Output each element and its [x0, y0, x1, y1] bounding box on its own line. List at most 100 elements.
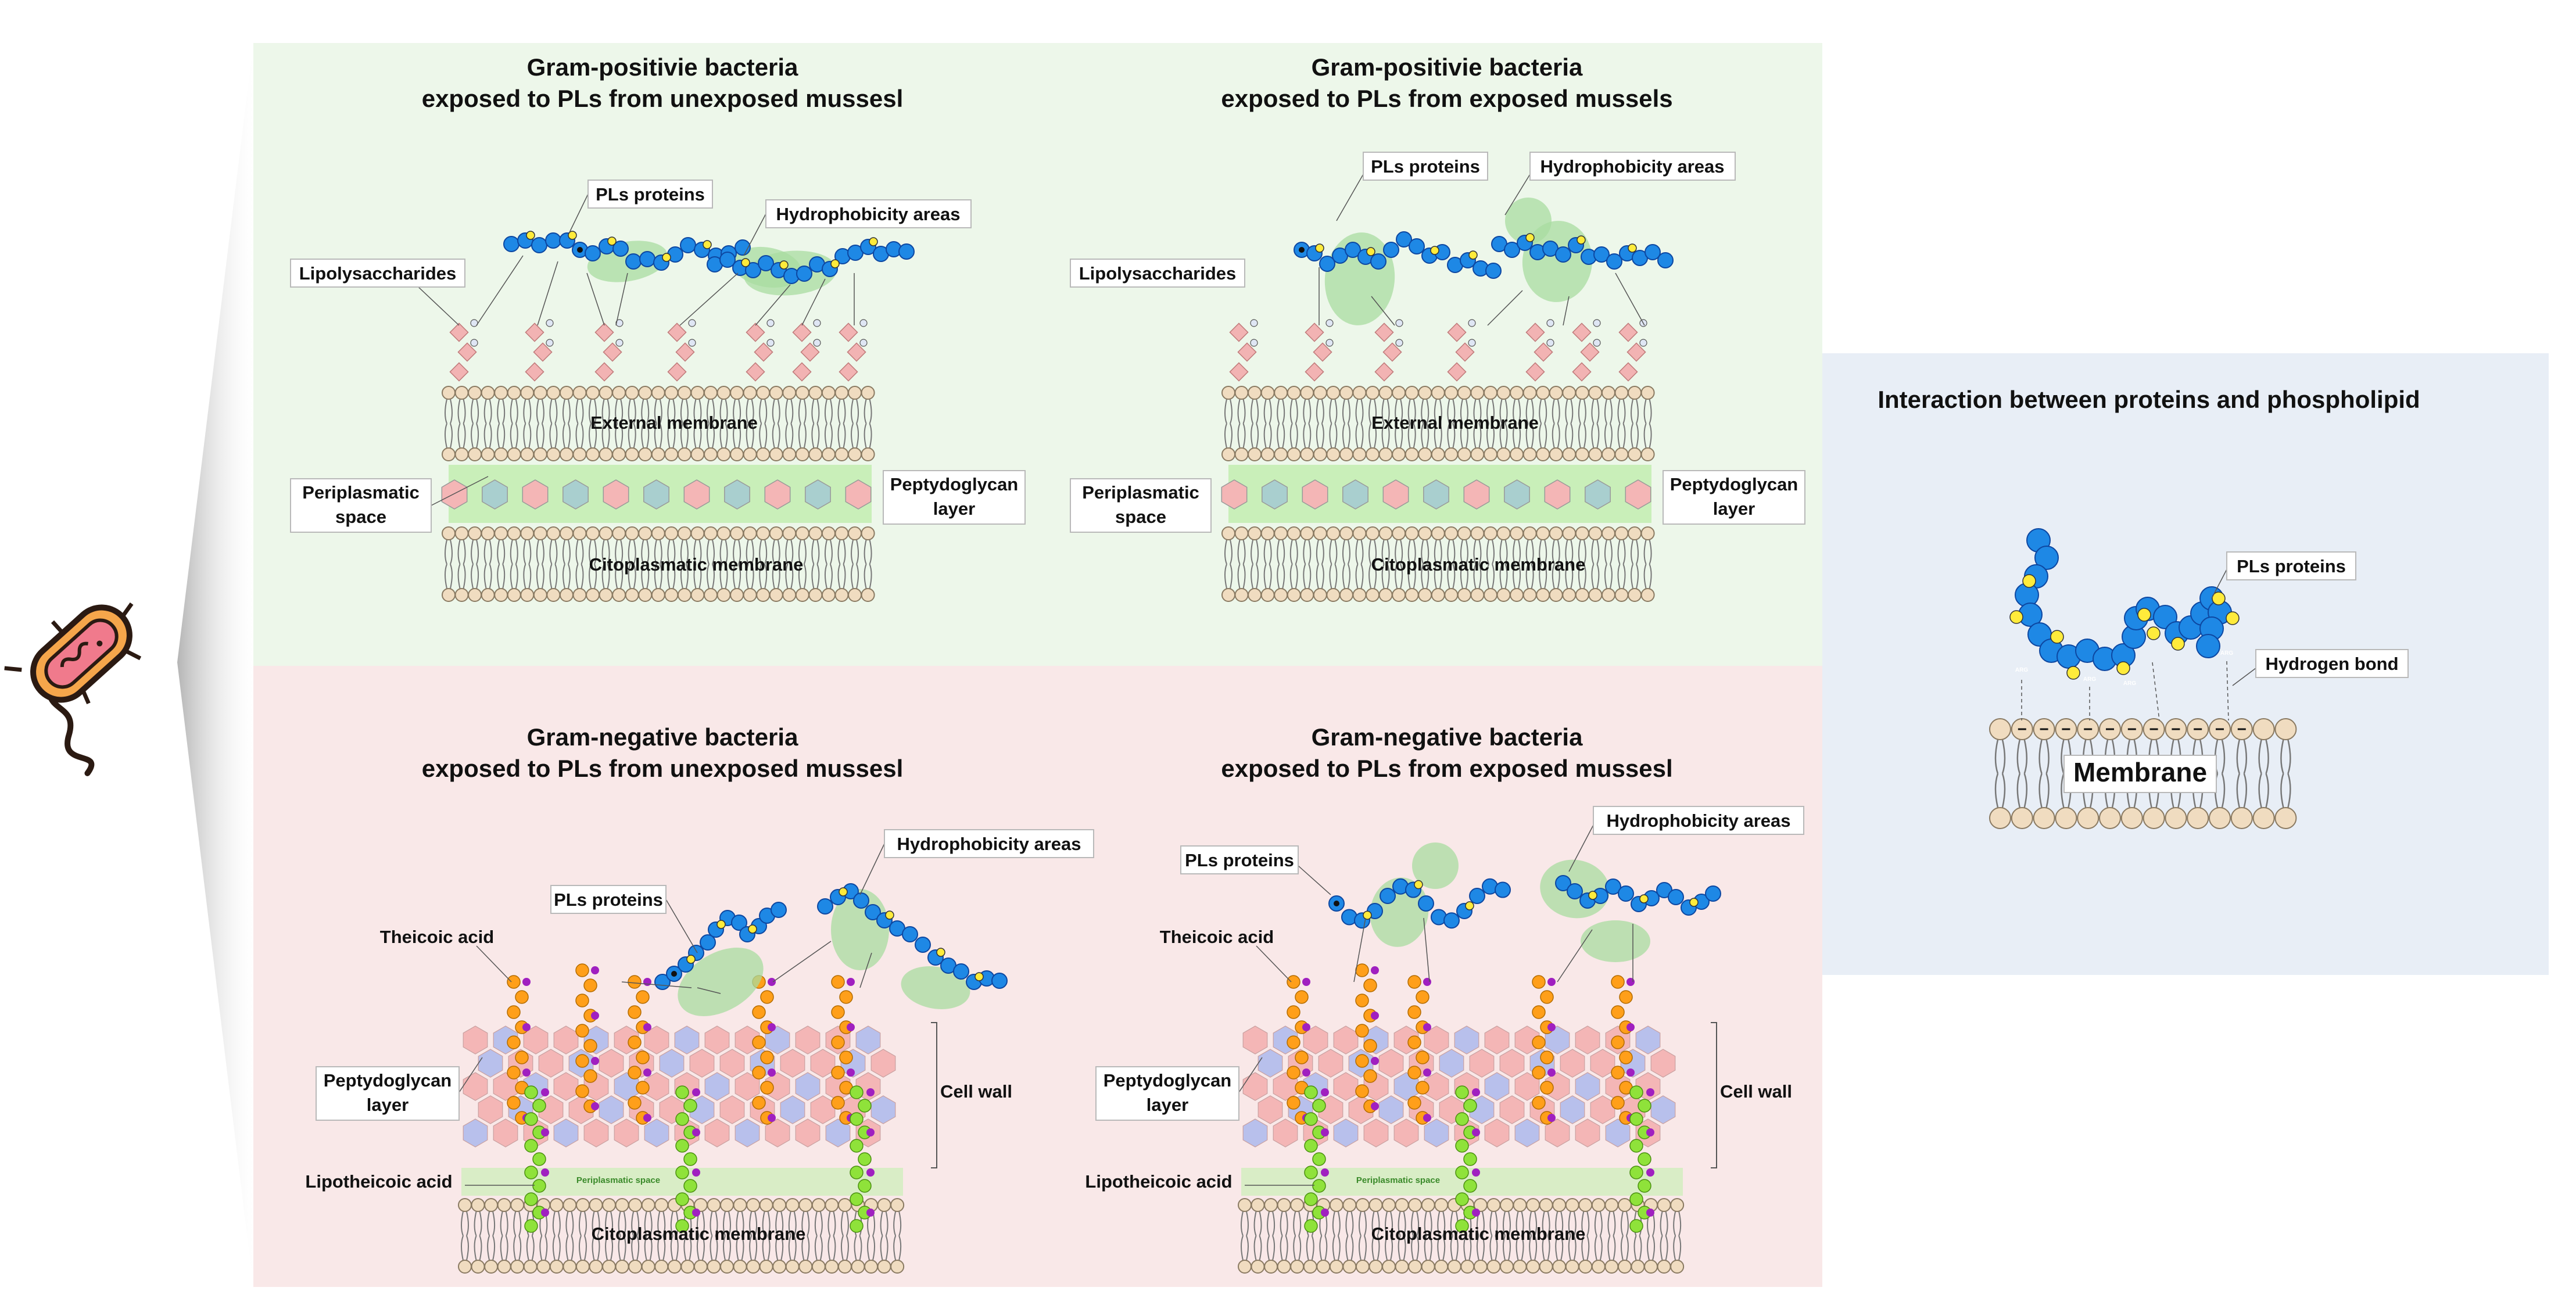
lipid-tail [1321, 564, 1324, 589]
lipid-head [546, 526, 561, 540]
lipoteichoic-acid-bead [1629, 1085, 1643, 1099]
peptidoglycan-hexagon [1650, 1049, 1676, 1078]
lipid-tail [1434, 423, 1437, 449]
lipid-tail [811, 399, 815, 424]
lipid-head [510, 1198, 525, 1212]
lipid-tail [780, 1235, 784, 1261]
lipoteichoic-acid-bead [532, 1152, 546, 1166]
teichoic-acid-bead [575, 1054, 589, 1068]
lipid-tail [1303, 423, 1306, 449]
lipid-tail [1395, 564, 1398, 589]
lipid-tail [489, 399, 492, 424]
lipoteichoic-acid-bead [1312, 1179, 1326, 1193]
lipid-head [1989, 718, 2011, 740]
peptidoglycan-hexagon [805, 479, 831, 510]
protein-bead [1319, 256, 1335, 272]
lipid-tail [483, 399, 487, 424]
lipid-tail [1267, 1211, 1270, 1236]
lipid-head [1522, 386, 1537, 400]
negative-charge [859, 339, 868, 347]
lipid-tail [581, 399, 584, 424]
teichoic-acid-bead [1407, 1005, 1421, 1019]
lipid-head [1366, 526, 1380, 540]
peptidoglycan-hexagon [1560, 1095, 1585, 1124]
lipid-tail [1269, 423, 1272, 449]
lipid-head [1562, 447, 1577, 461]
lipid-tail [869, 399, 872, 424]
lipid-tail [510, 564, 513, 589]
phosphate-group [541, 1168, 549, 1177]
lipid-tail [1407, 539, 1411, 565]
lipid-tail [2061, 739, 2065, 774]
lipid-tail [605, 1235, 608, 1261]
lipid-tail [1609, 539, 1613, 565]
lipid-tail [594, 423, 597, 449]
lipid-tail [1434, 539, 1437, 565]
lipid-tail [1407, 564, 1411, 589]
lipid-head [1260, 386, 1275, 400]
peptidoglycan-hexagon [674, 1025, 700, 1055]
peptidoglycan-layer-label-2: layer [367, 1095, 409, 1115]
lipopolysaccharide-unit [603, 342, 622, 362]
peptidoglycan-hexagon [765, 1118, 790, 1148]
lipid-head [638, 386, 653, 400]
peptidoglycan-hexagon [482, 479, 508, 510]
lipid-head [1287, 386, 1301, 400]
lipid-head [1457, 526, 1471, 540]
lipid-head [1366, 588, 1380, 602]
protein-bead [1606, 253, 1622, 270]
lipid-tail [819, 1235, 823, 1261]
panel-gram-negative-exposed: Gram-negative bacteria exposed to PLs fr… [1085, 723, 1804, 1244]
peptidoglycan-hexagon [855, 1025, 881, 1055]
lipid-tail [1447, 399, 1450, 424]
lipid-tail [741, 1235, 744, 1261]
lipid-tail [698, 564, 702, 589]
lipid-head [454, 447, 469, 461]
lipid-tail [1342, 423, 1345, 449]
lipopolysaccharide-unit [847, 342, 866, 362]
lipid-tail [1604, 423, 1607, 449]
lipoteichoic-acid-bead [850, 1219, 864, 1233]
protein-bead [991, 973, 1008, 989]
lipoteichoic-acid-bead [1304, 1219, 1318, 1233]
teichoic-acid-bead [1532, 1066, 1546, 1080]
lipid-head [1510, 386, 1524, 400]
lipid-tail [1643, 539, 1647, 565]
lipid-tail [463, 564, 466, 589]
lipid-head [1378, 447, 1393, 461]
lipid-head [602, 1260, 617, 1274]
lipid-head [1588, 588, 1603, 602]
lipid-tail [1390, 1235, 1393, 1261]
teichoic-acid-bead [583, 1069, 597, 1083]
lipid-head [520, 447, 535, 461]
lipid-head [1539, 1260, 1553, 1274]
peptidoglycan-hexagon [1302, 479, 1328, 510]
teichoic-acid-bead [507, 1096, 521, 1110]
lipid-tail [1504, 423, 1508, 449]
leader-line [743, 213, 766, 256]
lipid-tail [1665, 1235, 1668, 1261]
protein-bead [1605, 878, 1621, 895]
protein-bead [915, 937, 931, 953]
lipid-tail [1513, 423, 1516, 449]
lipid-tail [1400, 399, 1403, 424]
protein-bead [817, 898, 833, 915]
lipid-tail [552, 1211, 556, 1236]
negative-charge [1593, 319, 1601, 327]
arg-residue-label: ARG [2220, 650, 2233, 657]
lipid-head [533, 588, 547, 602]
lipoteichoic-acid-bead [524, 1085, 538, 1099]
peptidoglycan-hexagon [765, 1072, 790, 1101]
lipid-head [693, 1260, 708, 1274]
negative-charge [470, 339, 478, 347]
lipid-head [1221, 386, 1235, 400]
lipid-tail [1473, 399, 1477, 424]
hydrogen-bond-label: Hydrogen bond [2265, 654, 2398, 674]
lipid-tail [1363, 1235, 1367, 1261]
phosphate-group [541, 1128, 549, 1136]
lipid-tail [749, 1211, 753, 1236]
lipid-tail [1242, 423, 1246, 449]
lipoteichoic-acid-bead [1304, 1192, 1318, 1206]
lipid-tail [1660, 1235, 1663, 1261]
lipid-tail [2265, 739, 2269, 774]
